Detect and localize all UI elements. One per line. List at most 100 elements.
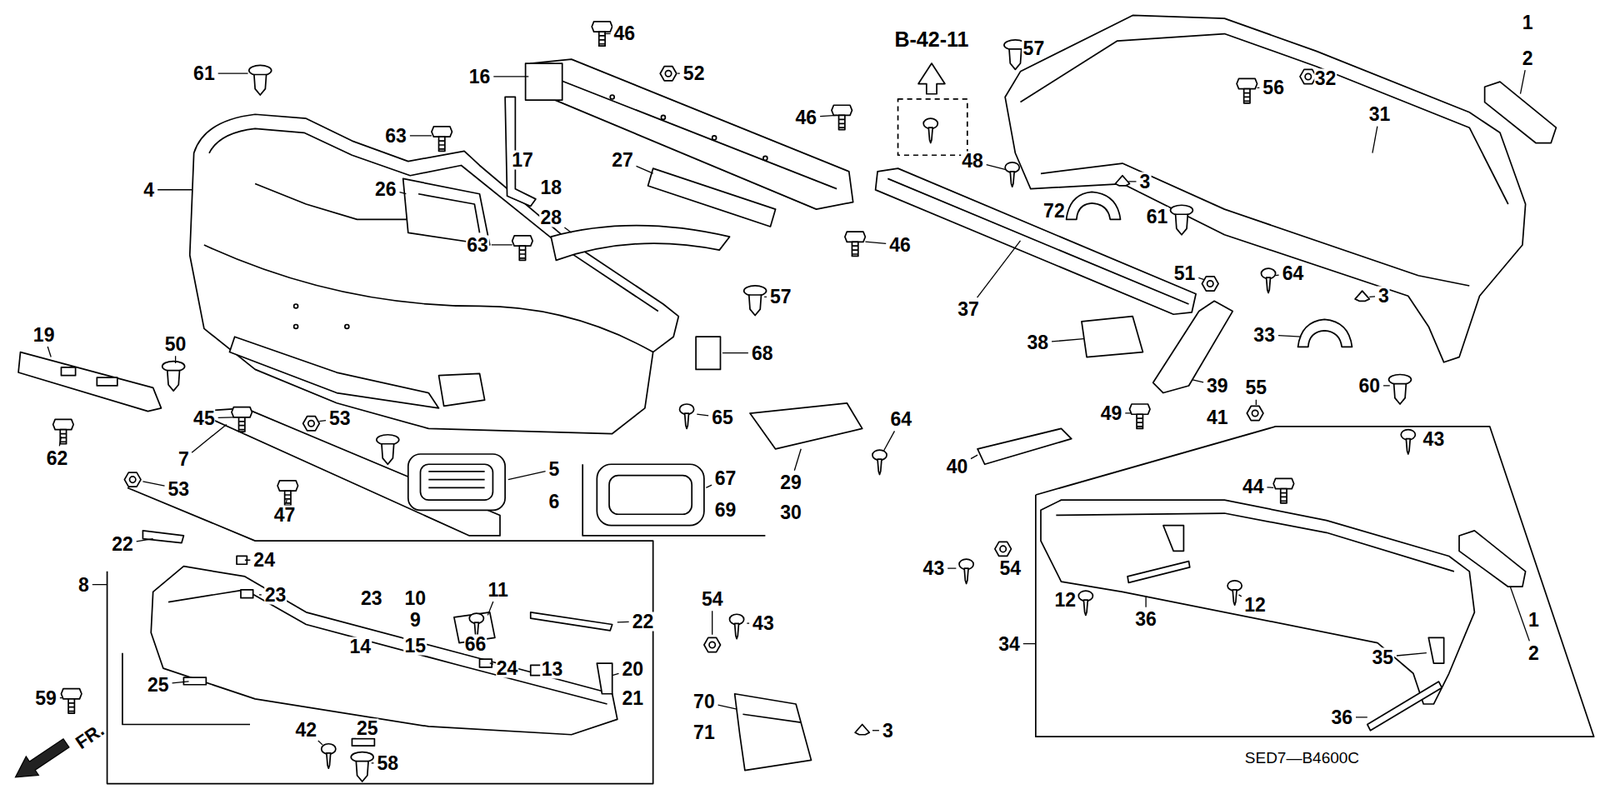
callout-number: 43 xyxy=(1422,429,1446,449)
callout-number: 33 xyxy=(1252,325,1276,345)
leader-line xyxy=(612,673,620,675)
leader-line xyxy=(718,705,737,710)
callout-number: 63 xyxy=(384,125,408,145)
leader-line xyxy=(285,500,288,504)
callout-number: 30 xyxy=(779,502,803,522)
callout-number: 38 xyxy=(1026,333,1050,353)
leader-line xyxy=(491,244,513,245)
leader-line xyxy=(604,33,611,35)
front-arrow xyxy=(9,734,73,787)
leader-line xyxy=(1255,400,1257,405)
callout-number: 3 xyxy=(1138,171,1151,191)
callout-number: 36 xyxy=(1134,610,1158,630)
leader-line xyxy=(1128,180,1136,182)
callout-number: 1 xyxy=(1521,12,1535,32)
callout-number: 32 xyxy=(1314,69,1338,89)
leader-line xyxy=(1396,653,1427,656)
callout-number: 62 xyxy=(45,448,70,468)
leader-line xyxy=(794,449,801,471)
leader-line xyxy=(986,165,1005,170)
part-drawings xyxy=(18,15,1595,784)
callout-number: 3 xyxy=(881,720,895,740)
leader-line xyxy=(764,296,767,298)
callout-number: 31 xyxy=(1368,105,1392,125)
callout-number: 18 xyxy=(539,178,563,198)
leader-line xyxy=(175,355,176,364)
callout-number: 70 xyxy=(692,692,716,712)
leader-line xyxy=(92,584,108,585)
callout-number: 8 xyxy=(77,575,90,595)
callout-number: 53 xyxy=(328,409,352,429)
leader-line xyxy=(1372,126,1378,154)
leader-line xyxy=(493,75,529,77)
leader-line xyxy=(371,762,375,764)
leader-line xyxy=(722,352,749,354)
leader-line xyxy=(746,623,750,625)
leader-line xyxy=(400,192,407,195)
callout-number: 52 xyxy=(682,64,706,84)
callout-number: 25 xyxy=(355,719,380,739)
leader-line xyxy=(1355,716,1368,718)
callout-number: 25 xyxy=(146,675,170,695)
leader-line xyxy=(872,730,880,731)
leader-line xyxy=(1383,385,1390,386)
callout-number: 11 xyxy=(486,580,509,600)
callout-number: 13 xyxy=(540,660,565,680)
leader-line xyxy=(1051,339,1084,342)
callout-number: 17 xyxy=(510,150,535,170)
callout-number: 64 xyxy=(1281,264,1305,284)
leader-line xyxy=(947,567,956,569)
callout-number: 59 xyxy=(34,688,58,708)
callout-number: 48 xyxy=(960,151,985,171)
callout-number: 4 xyxy=(142,180,155,200)
callout-number: 60 xyxy=(1357,375,1381,395)
callout-number: 12 xyxy=(1243,595,1267,615)
callout-number: 58 xyxy=(376,753,400,773)
callout-number: 27 xyxy=(610,150,635,170)
callout-number: 3 xyxy=(1377,286,1390,306)
callout-number: 7 xyxy=(177,450,190,470)
leader-line xyxy=(1239,595,1242,597)
callout-number: 46 xyxy=(613,24,637,44)
callout-number: 55 xyxy=(1245,378,1269,398)
callout-number: 2 xyxy=(1527,643,1540,663)
callout-number: 43 xyxy=(922,559,946,579)
leader-line xyxy=(191,424,227,453)
leader-line xyxy=(865,241,886,244)
leader-line xyxy=(136,539,154,542)
leader-line xyxy=(1278,335,1301,338)
leader-line xyxy=(1275,274,1280,276)
callout-number: 16 xyxy=(468,66,492,86)
leader-line xyxy=(60,697,64,699)
leader-line xyxy=(564,227,571,233)
callout-number: 64 xyxy=(889,410,913,430)
callout-number: 23 xyxy=(360,588,384,608)
leader-line xyxy=(1125,412,1132,414)
callout-number: 34 xyxy=(997,634,1021,654)
callout-number: 69 xyxy=(714,500,738,520)
callout-number: 72 xyxy=(1042,201,1066,221)
leader-line xyxy=(490,663,494,665)
callout-number: 47 xyxy=(273,505,297,525)
callout-number: 1 xyxy=(1527,610,1540,630)
leader-line xyxy=(617,621,630,624)
callout-number: 56 xyxy=(1261,78,1285,98)
callout-number: 49 xyxy=(1100,403,1124,423)
callout-number: 5 xyxy=(547,460,560,480)
callout-number: 26 xyxy=(374,179,398,199)
callout-number: 14 xyxy=(348,637,372,657)
diagram-code: SED7—B4600C xyxy=(1244,749,1360,765)
callout-number: 12 xyxy=(1054,590,1078,610)
leader-line xyxy=(696,414,709,416)
callout-number: 68 xyxy=(750,343,775,363)
leader-line xyxy=(172,681,190,684)
callout-number: 37 xyxy=(956,300,980,320)
callout-number: 24 xyxy=(495,659,520,679)
leader-line xyxy=(977,240,1021,298)
leader-line xyxy=(59,436,61,446)
leader-line xyxy=(245,560,250,561)
callout-number: 53 xyxy=(166,479,190,499)
callout-number: 9 xyxy=(409,610,422,630)
callout-number: 54 xyxy=(998,559,1022,579)
